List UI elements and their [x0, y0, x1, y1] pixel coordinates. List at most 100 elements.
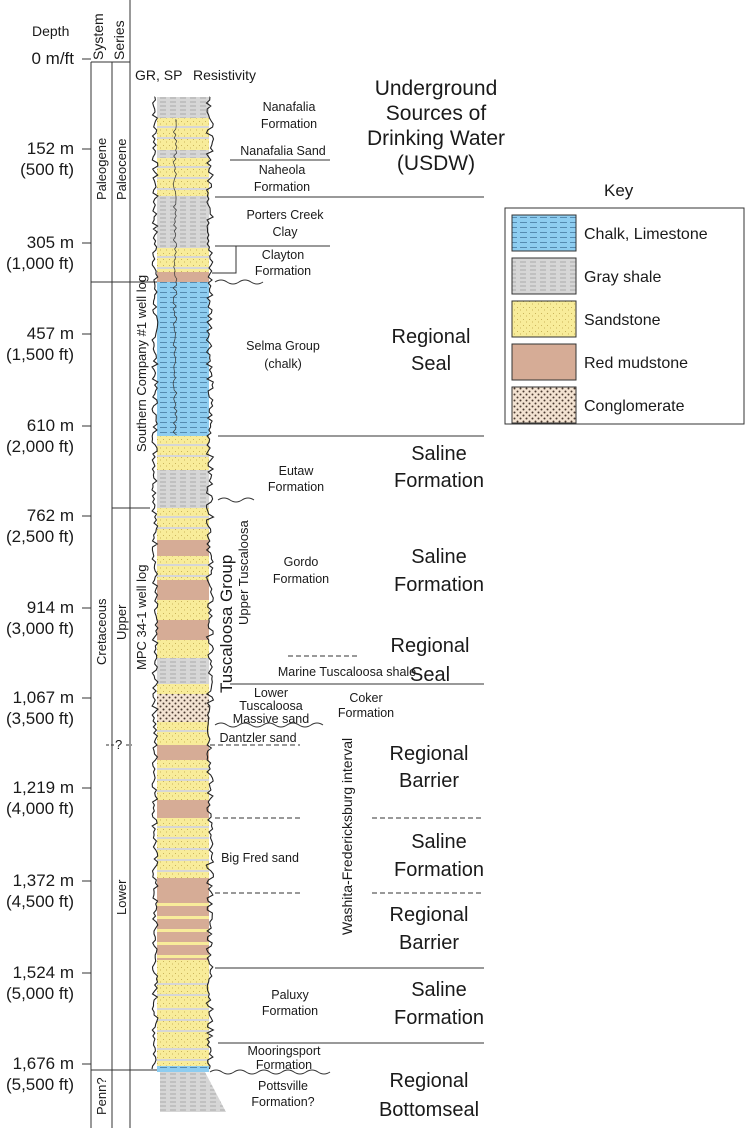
sand-stringer [157, 955, 209, 958]
shale-stringer [157, 166, 209, 168]
depth-label-m: 457 m [27, 324, 74, 343]
shale-stringer [157, 790, 209, 792]
marine-tuscaloosa-shale-label: Marine Tuscaloosa shale [278, 665, 416, 679]
selma-group-label: Selma Group(chalk) [246, 339, 320, 371]
series-question: ? [115, 737, 122, 752]
series-upper: Upper [114, 604, 129, 640]
unit-boundaries [209, 159, 484, 1075]
depth-header: Depth [32, 23, 69, 39]
depth-label-m: 1,524 m [13, 963, 74, 982]
key-label-cong: Conglomerate [584, 398, 685, 415]
washita-fredericksburg-label: Washita-Fredericksburg interval [339, 738, 355, 935]
depth-label-ft: (2,000 ft) [6, 437, 74, 456]
shale-stringer [157, 188, 209, 190]
lithology-layer-sand [157, 640, 209, 658]
lithology-layer-chalk [157, 1066, 209, 1072]
lithology-layer-sand [157, 722, 209, 745]
system-penn: Penn? [94, 1077, 109, 1115]
key-swatch-sand [511, 300, 577, 338]
lithology-layer-mud [157, 800, 209, 818]
sand-stringer [157, 942, 209, 945]
gr-sp-header: GR, SP [135, 67, 182, 83]
shale-stringer [157, 859, 209, 861]
key-label-shale: Gray shale [584, 269, 661, 286]
lithology-layer-sand [157, 975, 209, 1000]
inner-log-trace [172, 119, 178, 436]
shale-stringer [157, 730, 209, 732]
shale-stringer [157, 1030, 209, 1032]
key-label-mud: Red mudstone [584, 355, 688, 372]
resistivity-trace-right [205, 96, 215, 1070]
lithology-layer-mud [157, 878, 209, 893]
lithology-layer-shale [157, 196, 209, 248]
depth-label-ft: (1,000 ft) [6, 254, 74, 273]
shale-stringer [157, 516, 209, 518]
depth-label-m: 1,067 m [13, 688, 74, 707]
shale-stringer [157, 768, 209, 770]
depth-label-ft: (4,000 ft) [6, 799, 74, 818]
lithology-layer-mud [157, 745, 209, 760]
sand-stringer [157, 929, 209, 932]
shale-stringer [157, 575, 209, 577]
shale-stringer [157, 444, 209, 446]
shale-stringer [157, 870, 209, 872]
shale-stringer [157, 527, 209, 529]
key-label-chalk: Chalk, Limestone [584, 226, 708, 243]
lithology-layer-shale [157, 658, 209, 684]
big-fred-sand-label: Big Fred sand [221, 851, 299, 865]
shale-stringer [157, 994, 209, 996]
shale-stringer [157, 779, 209, 781]
dantzler-sand-label: Dantzler sand [219, 731, 296, 745]
key-swatch-mud [511, 343, 577, 381]
series-lower: Lower [114, 879, 129, 915]
lithology-layer-sand [157, 118, 209, 150]
shale-stringer [157, 455, 209, 457]
system-cretaceous: Cretaceous [94, 598, 109, 665]
key-title: Key [604, 181, 634, 200]
depth-label-ft: (3,500 ft) [6, 709, 74, 728]
shale-stringer [157, 837, 209, 839]
shale-stringer [157, 1048, 209, 1050]
shale-stringer [157, 826, 209, 828]
depth-label-m: 610 m [27, 416, 74, 435]
depth-axis [90, 0, 131, 1128]
sand-stringer [157, 903, 209, 906]
upper-tuscaloosa-label: Upper Tuscaloosa [236, 519, 251, 625]
key-swatch-shale [511, 257, 577, 295]
lithology-layer-mud [157, 620, 209, 640]
well-log-traces [151, 96, 215, 1070]
depth-label-ft: (5,500 ft) [6, 1075, 74, 1094]
resistivity-header: Resistivity [193, 67, 256, 83]
lithology-layer-mud [157, 540, 209, 556]
lithology-layer-mud [157, 272, 209, 282]
key-swatch-chalk [511, 214, 577, 252]
shale-stringer [157, 564, 209, 566]
shale-stringer [157, 177, 209, 179]
lithology-layer-sand [157, 600, 209, 620]
lithology-layer-sand [157, 436, 209, 470]
depth-label-ft: (1,500 ft) [6, 345, 74, 364]
depth-label-m: 914 m [27, 598, 74, 617]
depth-label-ft: (2,500 ft) [6, 527, 74, 546]
system-paleogene: Paleogene [94, 138, 109, 200]
series-header: Series [111, 20, 127, 60]
shale-stringer [157, 256, 209, 258]
depth-label-ft: (500 ft) [20, 160, 74, 179]
depth-label-m: 0 m/ft [31, 49, 74, 68]
depth-label-ft: (5,000 ft) [6, 984, 74, 1003]
